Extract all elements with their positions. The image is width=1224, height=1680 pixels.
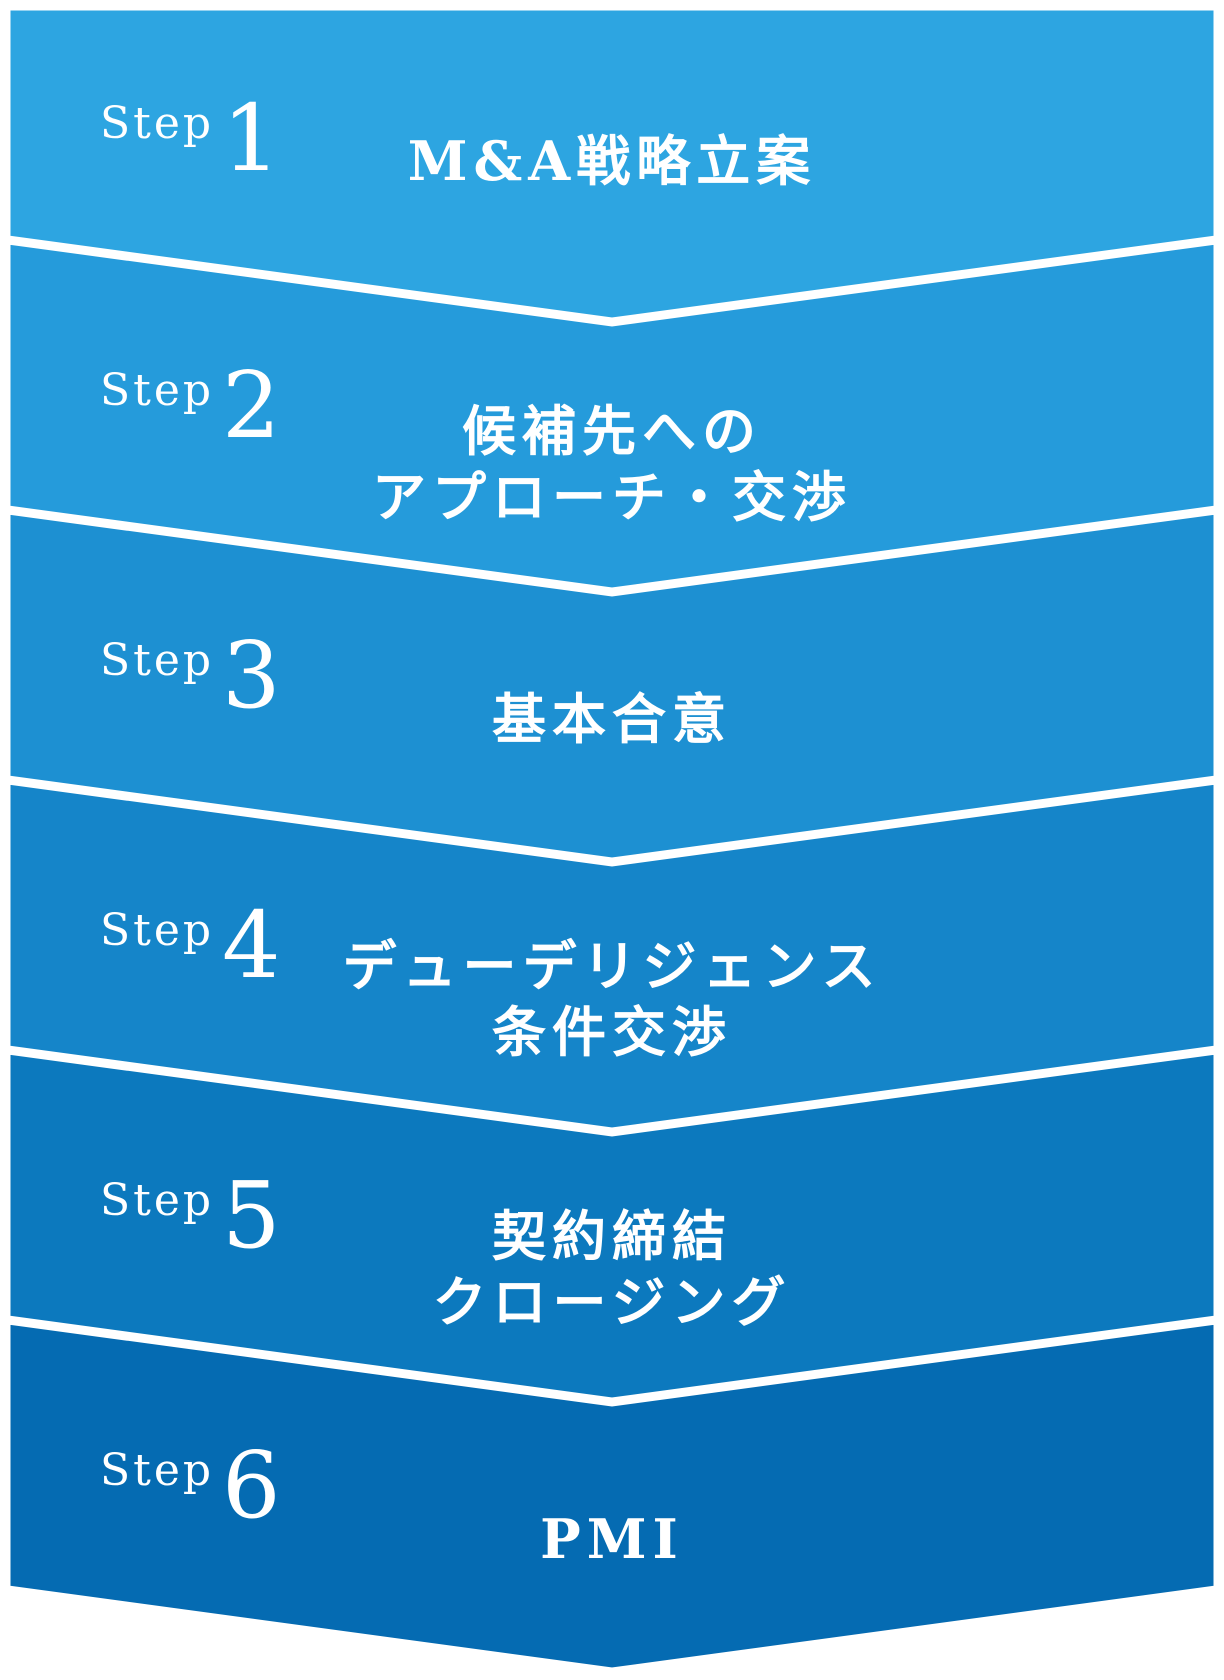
- step-1-chevron: [5, 5, 1219, 323]
- step-5-number: 5: [222, 1162, 281, 1269]
- step-2-chevron: [5, 239, 1219, 593]
- step-4-chevron: [5, 779, 1219, 1133]
- step-6-title-line-1: PMI: [540, 1507, 684, 1571]
- step-2-title-line-1: 候補先への: [462, 399, 762, 463]
- step-3-chevron: [5, 509, 1219, 863]
- step-3-title-line-1: 基本合意: [492, 687, 732, 751]
- step-5-title-line-2: クロージング: [433, 1270, 792, 1334]
- step-4-label: Step: [100, 905, 214, 956]
- step-2-number: 2: [222, 352, 281, 459]
- step-1-number: 1: [222, 85, 281, 192]
- step-5-chevron: [5, 1049, 1219, 1403]
- step-5-label: Step: [100, 1175, 214, 1226]
- step-3-number: 3: [222, 622, 281, 729]
- step-2-title-line-2: アプローチ・交渉: [372, 465, 852, 529]
- step-1-label: Step: [100, 98, 214, 149]
- step-5-title-line-1: 契約締結: [492, 1204, 732, 1268]
- step-1-title-line-1: M&A戦略立案: [408, 129, 816, 193]
- step-6-chevron: [5, 1319, 1219, 1673]
- step-6-label: Step: [100, 1445, 214, 1496]
- step-4-title-line-2: 条件交渉: [492, 1000, 732, 1064]
- step-4-title-line-1: デューデリジェンス: [343, 934, 882, 998]
- step-2-label: Step: [100, 365, 214, 416]
- step-3-label: Step: [100, 635, 214, 686]
- step-4-number: 4: [222, 892, 281, 999]
- step-6-number: 6: [222, 1432, 281, 1539]
